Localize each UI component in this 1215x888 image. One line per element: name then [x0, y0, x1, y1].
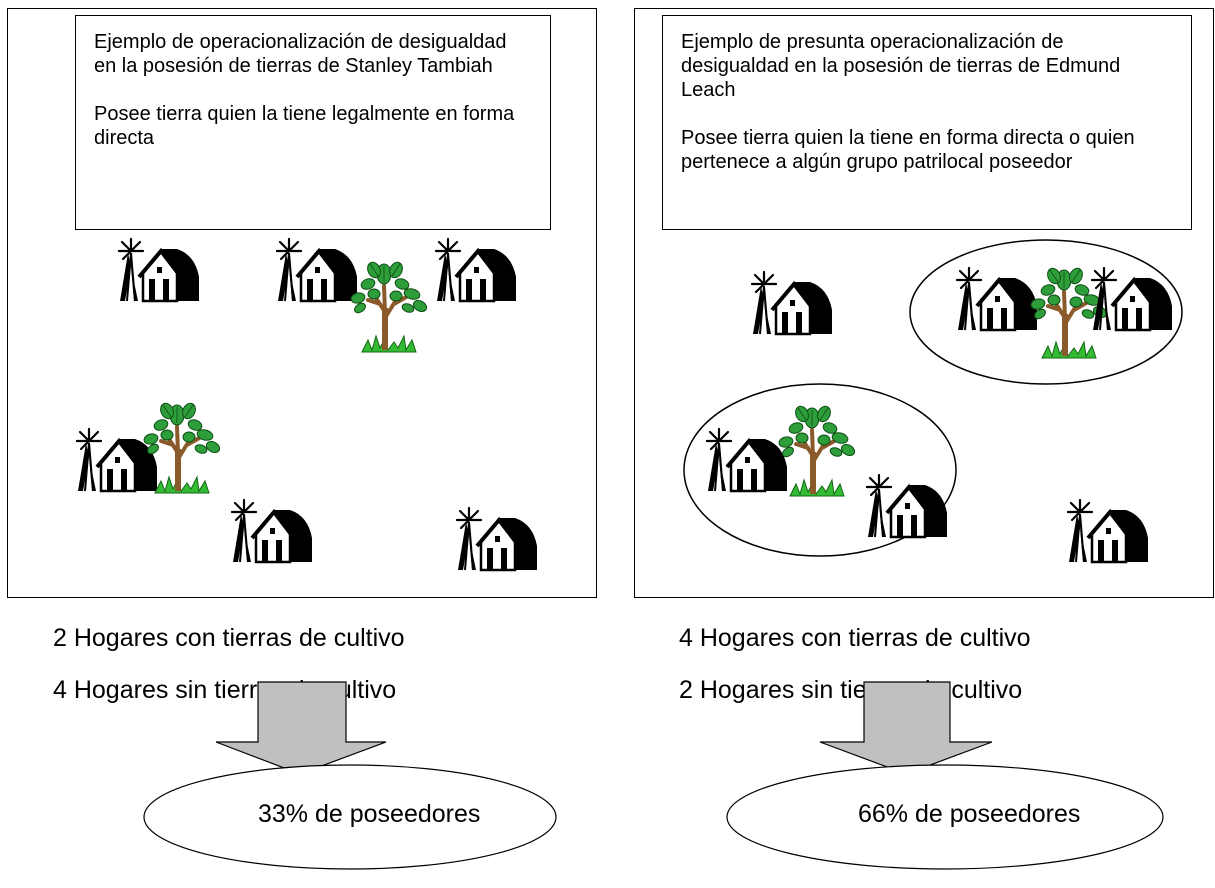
right-box-title: Ejemplo de presunta operacionalización d… — [681, 31, 1121, 101]
right-definition-box: Ejemplo de presunta operacionalización d… — [662, 15, 1192, 230]
right-without-land-count: 2 Hogares sin tierras de cultivo — [679, 676, 1023, 704]
left-box-rule: Posee tierra quien la tiene legalmente e… — [94, 103, 515, 149]
left-definition-box: Ejemplo de operacionalización de desigua… — [75, 15, 551, 230]
right-with-land-count: 4 Hogares con tierras de cultivo — [679, 624, 1031, 652]
patrilocal-group-ellipse-top — [909, 239, 1183, 385]
right-result-label: 66% de poseedores — [858, 800, 1081, 828]
right-down-arrow — [819, 681, 993, 775]
patrilocal-group-ellipse-bottom — [683, 383, 957, 557]
right-result-ellipse — [726, 764, 1164, 870]
left-result-label: 33% de poseedores — [258, 800, 481, 828]
right-box-rule: Posee tierra quien la tiene en forma dir… — [681, 127, 1135, 173]
left-result-ellipse — [143, 764, 557, 870]
left-box-title: Ejemplo de operacionalización de desigua… — [94, 31, 507, 77]
left-with-land-count: 2 Hogares con tierras de cultivo — [53, 624, 405, 652]
left-down-arrow — [215, 681, 387, 775]
